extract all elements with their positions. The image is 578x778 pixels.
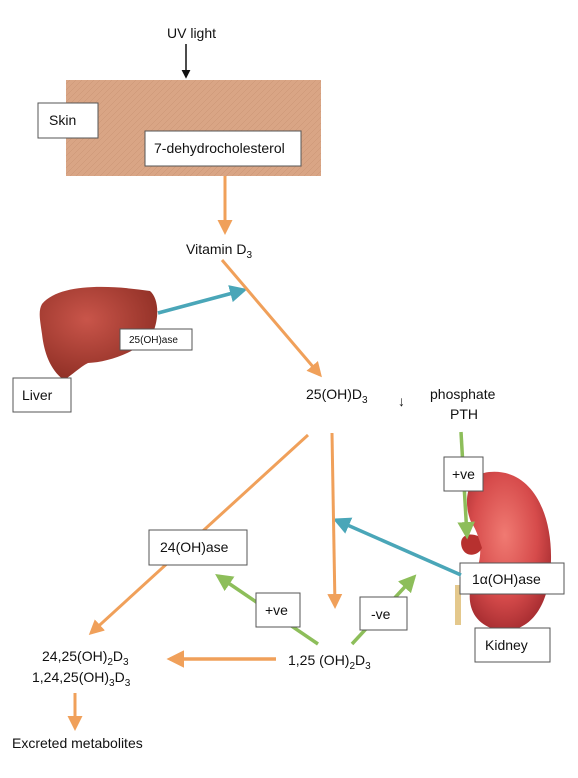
metabolite-12425-label: 1,24,25(OH)3D3 (32, 669, 131, 689)
enzyme-25-box (119, 328, 193, 351)
enzyme-25-label: 25(OH)ase (129, 335, 178, 346)
liver-to-pathway-arrow (157, 285, 248, 315)
oh-d3-label: 25(OH)D3 (306, 386, 368, 406)
kidney-vessel (461, 534, 482, 555)
enzyme-1a-box (459, 562, 565, 595)
pth-label: PTH (450, 406, 478, 422)
liver-box (12, 377, 72, 413)
enzyme-24-label: 24(OH)ase (160, 539, 229, 555)
minus-ve-box (359, 596, 408, 631)
25ohd3-to-125ohd3-arrow (327, 432, 343, 609)
plus-ve-kidney-box (443, 456, 484, 492)
metabolite-2425-label: 24,25(OH)2D3 (42, 648, 129, 668)
excreted-label: Excreted metabolites (12, 735, 143, 751)
down-arrow: ↓ (398, 393, 405, 409)
dehydrocholesterol-label: 7-dehydrocholesterol (154, 140, 285, 156)
kidney-box (474, 627, 551, 663)
skin-box (37, 102, 99, 139)
vitamin-d3-label: Vitamin D3 (186, 241, 252, 261)
skin-label: Skin (49, 112, 76, 128)
vitamin-d3-to-25ohd3-arrow (220, 259, 322, 378)
plus-ve-24-label: +ve (265, 602, 288, 618)
plus-ve-kidney-label: +ve (452, 466, 475, 482)
uv-light-label: UV light (167, 25, 216, 41)
plus-ve-24-box (255, 592, 301, 628)
enzyme-1a-label: 1α(OH)ase (472, 571, 541, 587)
minus-ve-label: -ve (371, 606, 391, 622)
active-d3-label: 1,25 (OH)2D3 (288, 652, 371, 672)
ureter (455, 585, 461, 625)
kidney-label: Kidney (485, 637, 528, 653)
dehydrocholesterol-box (144, 130, 302, 167)
phosphate-label: phosphate (430, 386, 496, 402)
liver-image (39, 286, 158, 380)
liver-label: Liver (22, 387, 53, 403)
kidney-to-pathway-arrow (332, 517, 462, 577)
enzyme-24-box (148, 529, 248, 566)
